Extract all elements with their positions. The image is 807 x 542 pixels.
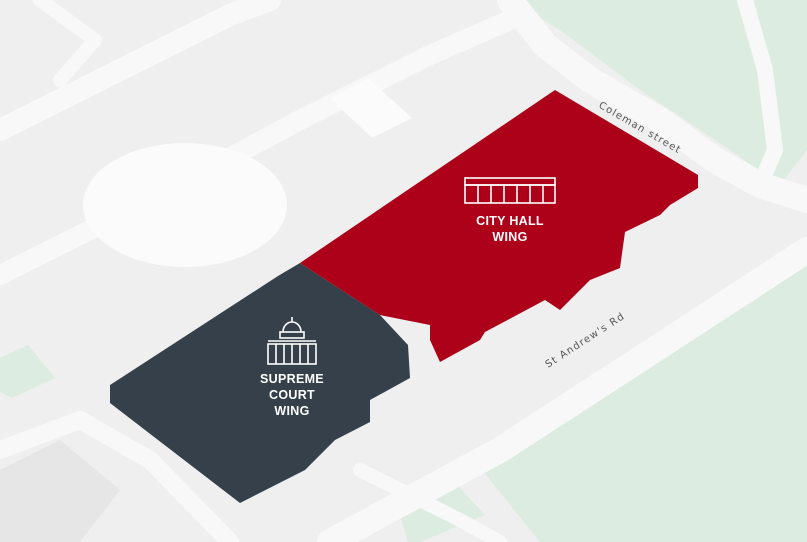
city-hall-wing-footprint [300,90,698,362]
plaza-square [330,78,412,138]
road-lower-link [353,463,507,542]
city-hall-colonnade-icon [464,177,556,204]
road-east-connector [737,0,783,193]
park-bottom-left [0,345,55,398]
road-north-diagonal [0,0,281,141]
supreme-court-wing-footprint [110,263,410,503]
city-hall-wing-label-line2: WING [492,230,527,244]
padang-oval [83,143,287,267]
supreme-court-wing-label-line3: WING [274,404,309,418]
road-west-branch [33,0,102,87]
supreme-court-wing-label-line2: COURT [269,388,315,402]
dome-building-icon [267,317,317,365]
road-west-ring [0,411,239,542]
city-blocks [0,440,120,542]
supreme-court-wing-label-line1: SUPREME [260,372,324,386]
city-hall-wing-label-line1: CITY HALL [476,214,544,228]
park-top-right [510,0,807,185]
park-bottom-right [470,260,807,542]
block-south [0,440,120,542]
